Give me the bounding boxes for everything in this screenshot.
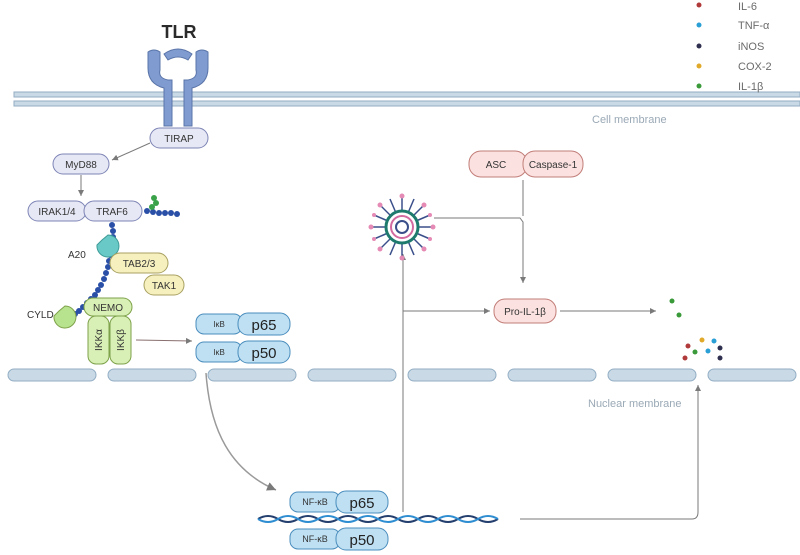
myd88-label: MyD88: [65, 160, 97, 171]
legend-label-il6: IL-6: [738, 1, 757, 13]
tirap-box: [149, 127, 209, 149]
tlr-receptor-icon: [147, 48, 209, 127]
ikka-label: IKKα: [94, 329, 105, 351]
p65-nuc-label: p65: [349, 495, 374, 512]
cell-membrane-label: Cell membrane: [592, 114, 667, 126]
il1b-dots: [669, 298, 682, 318]
cell-membrane: [13, 91, 800, 107]
legend-dot-inos: [696, 43, 702, 49]
title: TLR: [162, 22, 197, 42]
inflammasome-to-pro-il1b-arrow: [434, 217, 526, 283]
nfkb-p65-complex: [289, 490, 389, 514]
p50-nuc-label: p50: [349, 532, 374, 549]
inflammasome-icon: [368, 193, 436, 261]
tak1-label: TAK1: [152, 281, 177, 292]
legend: IL-6 TNF-α iNOS COX-2 IL-1β: [696, 1, 772, 93]
nfkb-label-1: NF-κB: [302, 497, 328, 507]
tirap-label: TIRAP: [164, 134, 194, 145]
dna-to-cytokines-arrow: [520, 385, 701, 520]
p50-cyto-label: p50: [251, 345, 276, 362]
ikb-label-1: IκB: [213, 320, 225, 329]
ikb-p50-complex: [195, 340, 291, 364]
tab23-label: TAB2/3: [123, 259, 156, 270]
cytokine-dots: [682, 337, 723, 361]
myd88-box: [52, 153, 110, 175]
asc-label: ASC: [486, 160, 507, 171]
to-pro-il1b-arrow: [402, 308, 490, 318]
translocation-arrow: [205, 372, 277, 491]
legend-dot-il1b: [696, 83, 702, 89]
irak-label: IRAK1/4: [38, 207, 76, 218]
cyld-pacman-icon: [53, 305, 77, 329]
legend-label-inos: iNOS: [738, 41, 764, 53]
legend-dot-il6: [696, 2, 702, 8]
nemo-label: NEMO: [93, 303, 123, 314]
legend-label-cox2: COX-2: [738, 61, 772, 73]
nfkb-label-2: NF-κB: [302, 534, 328, 544]
pro-il1b-label: Pro-IL-1β: [504, 307, 546, 318]
ikb-label-2: IκB: [213, 348, 225, 357]
a20-pacman-icon: [96, 234, 120, 258]
cyld-label: CYLD: [27, 310, 54, 321]
ikb-p65-complex: [195, 312, 291, 336]
p65-cyto-label: p65: [251, 317, 276, 334]
tab23-box: [109, 252, 169, 274]
ikka-box: [87, 315, 110, 365]
dna-helix-icon: [257, 515, 499, 523]
ubiquitin-chain-icon: [144, 195, 180, 217]
nuclear-membrane: [7, 368, 797, 382]
pro-il1b-box: [493, 298, 557, 324]
legend-dot-tnf: [696, 22, 702, 28]
tak1-box: [143, 274, 185, 296]
ikkb-label: IKKβ: [116, 329, 127, 351]
nfkb-p50-complex: [289, 527, 389, 551]
nemo-box: [83, 297, 133, 317]
legend-dot-cox2: [696, 63, 702, 69]
traf6-label: TRAF6: [96, 207, 128, 218]
caspase1-box: [522, 150, 584, 178]
traf6-box: [83, 200, 143, 222]
nuclear-membrane-label: Nuclear membrane: [588, 398, 682, 410]
ikkb-box: [109, 315, 132, 365]
legend-label-tnf: TNF-α: [738, 20, 770, 32]
ikk-to-ikb-arrow: [135, 337, 193, 344]
caspase1-label: Caspase-1: [529, 160, 578, 171]
legend-label-il1b: IL-1β: [738, 81, 763, 93]
tirap-to-myd88-arrow: [111, 142, 151, 161]
a20-label: A20: [68, 250, 86, 261]
